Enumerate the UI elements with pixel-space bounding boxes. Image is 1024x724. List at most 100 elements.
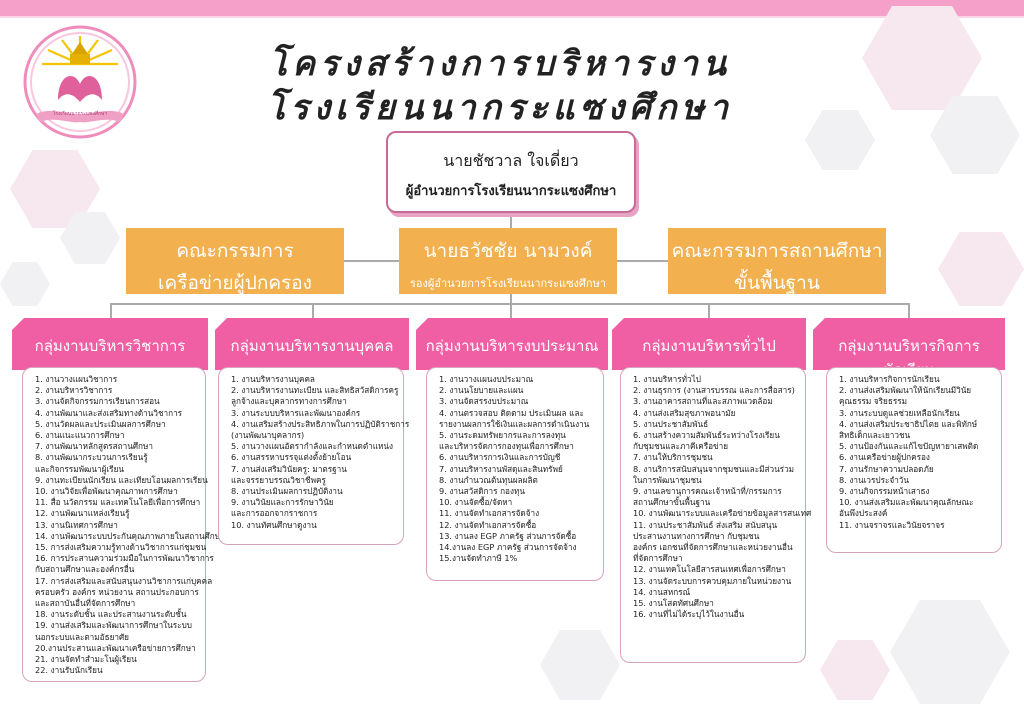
- list-item: 10. งานพัฒนาระบบและเครือข่ายข้อมูลสารสนเ…: [633, 508, 812, 519]
- list-item: 13. งานลง EGP ภาครัฐ ส่วนการจัดซื้อ: [439, 530, 577, 541]
- list-item: 9. งานวินัยและการรักษาวินัย: [231, 497, 334, 508]
- list-item: 1. งานบริหารทั่วไป: [633, 374, 701, 384]
- page-title-line2: โรงเรียนนากระแซงศึกษา: [267, 88, 733, 128]
- list-item: องค์กร เอกชนที่จัดการศึกษาและหน่วยงานอื่…: [633, 542, 793, 553]
- top-banner-stripe: [0, 16, 1024, 18]
- deputy-position: รองผู้อำนวยการโรงเรียนนากระแซงศึกษา: [410, 277, 606, 290]
- hexagon-decoration: [805, 110, 875, 170]
- list-item: ที่จัดการศึกษา: [633, 553, 683, 564]
- group-header-general: กลุ่มงานบริหารทั่วไป: [612, 318, 806, 370]
- list-item: 1. งานบริหารงานบุคคล: [231, 374, 315, 384]
- list-item: สถานศึกษาขั้นพื้นฐาน: [633, 497, 711, 508]
- top-banner-bar: [0, 0, 1024, 16]
- list-item: และบริหารจัดการกองทุนเพื่อการศึกษา: [439, 441, 574, 452]
- list-item: 15. งานโสตทัศนศึกษา: [633, 598, 714, 609]
- list-item: 18. งานระดับชั้น และประสานงานระดับชั้น: [35, 609, 187, 620]
- hexagon-decoration: [930, 96, 1020, 174]
- hexagon-decoration: [60, 212, 120, 264]
- list-item: 22. งานรับนักเรียน: [35, 665, 103, 676]
- list-item: 4. งานส่งเสริมสุขภาพอนามัย: [633, 407, 736, 418]
- list-item: 7. งานพัฒนาหลักสูตรสถานศึกษา: [35, 441, 153, 452]
- connector-line: [708, 303, 710, 319]
- list-item: 11. สื่อ นวัตกรรม และเทคโนโลยีเพื่อการศึ…: [35, 497, 201, 508]
- list-item: 4. งานพัฒนาและส่งเสริมทางด้านวิชาการ: [35, 407, 183, 418]
- list-item: 15.งานจัดทำภาษี 1%: [439, 553, 518, 564]
- list-item: 4. งานตรวจสอบ ติดตาม ประเมินผล และ: [439, 407, 584, 418]
- list-item: 6. งานเครือข่ายผู้ปกครอง: [839, 452, 930, 463]
- list-item: คุณธรรม จริยธรรม: [839, 396, 908, 407]
- list-item: 6. งานแนะแนวการศึกษา: [35, 430, 125, 441]
- list-item: 12. งานจัดทำเอกสารจัดซื้อ: [439, 519, 537, 530]
- list-item: ลูกจ้างและบุคลากรทางการศึกษา: [231, 396, 347, 407]
- list-item: 3. งานจัดสรรงบประมาณ: [439, 396, 529, 407]
- deputy-director-box: นายธวัชชัย นามวงค์ รองผู้อำนวยการโรงเรีย…: [399, 228, 617, 294]
- list-item: 5. งานวัดผลและประเมินผลการศึกษา: [35, 418, 166, 429]
- list-item: อันพึงประสงค์: [839, 508, 888, 519]
- parent-committee-line1: คณะกรรมการ: [176, 240, 294, 262]
- connector-line: [312, 303, 314, 319]
- hexagon-decoration: [540, 630, 620, 700]
- list-item: สิทธิเด็กและเยาวชน: [839, 430, 911, 441]
- list-item: 2. งานส่งเสริมพัฒนาให้นักเรียนมีวินัย: [839, 385, 972, 396]
- hexagon-decoration: [820, 640, 890, 700]
- list-item: 7. งานบริหารงานพัสดุและสินทรัพย์: [439, 463, 563, 474]
- connector-line: [344, 260, 400, 262]
- school-emblem-icon: [23, 25, 137, 139]
- list-item: 3. งานจัดกิจกรรมการเรียนการสอน: [35, 396, 160, 407]
- school-board-line1: คณะกรรมการสถานศึกษา: [671, 240, 883, 262]
- list-item: และกิจกรรมพัฒนาผู้เรียน: [35, 463, 124, 474]
- list-item: ครอบครัว องค์กร หน่วยงาน สถานประกอบการ: [35, 586, 199, 597]
- list-item: 5. งานป้องกันและแก้ไขปัญหายาเสพติด: [839, 441, 979, 452]
- logo-caption: โรงเรียนนากระแซงศึกษา: [52, 111, 108, 117]
- list-item: 6. งานสร้างความสัมพันธ์ระหว่างโรงเรียน: [633, 430, 780, 441]
- list-item: 10. งานวิจัยเพื่อพัฒนาคุณภาพการศึกษา: [35, 486, 178, 497]
- connector-line: [510, 294, 512, 304]
- connector-line: [510, 213, 512, 229]
- list-item: 3. งานอาคารสถานที่และสภาพแวดล้อม: [633, 396, 773, 407]
- group-header-personnel: กลุ่มงานบริหารงานบุคคล: [215, 318, 409, 370]
- list-item: 14. งานสหกรณ์: [633, 586, 691, 597]
- director-position: ผู้อำนวยการโรงเรียนนากระแซงศึกษา: [405, 184, 617, 199]
- list-item: 1. งานวางแผนงบประมาณ: [439, 374, 534, 384]
- list-item: 5. งานวางแผนอัตรากำลังและกำหนดตำแหน่ง: [231, 441, 394, 452]
- list-item: 3. งานระบบบริหารและพัฒนาองค์กร: [231, 407, 361, 418]
- hexagon-decoration: [862, 6, 982, 110]
- parent-committee-line2: เครือข่ายผู้ปกครอง: [158, 272, 312, 294]
- list-item: 13. งานนิเทศการศึกษา: [35, 519, 118, 530]
- list-item: นอกระบบและตามอัธยาศัย: [35, 631, 129, 642]
- list-item: 2. งานบริหารงานทะเบียน และสิทธิสวัสดิการ…: [231, 385, 399, 396]
- list-item: และจรรยาบรรณวิชาชีพครู: [231, 474, 326, 485]
- school-board-committee-box: คณะกรรมการสถานศึกษา ขั้นพื้นฐาน: [668, 228, 886, 294]
- list-item: 8. งานประเมินผลการปฏิบัติงาน: [231, 486, 343, 497]
- list-item: 6. งานสรรหาบรรจุแต่งตั้งย้ายโอน: [231, 452, 352, 463]
- hexagon-decoration: [890, 600, 1010, 704]
- list-item: 10. งานส่งเสริมและพัฒนาคุณลักษณะ: [839, 497, 974, 508]
- list-item: 15. การส่งเสริมความรู้ทางด้านวิชาการแก่ช…: [35, 542, 207, 553]
- list-item: 6. งานบริหารการเงินและการบัญชี: [439, 452, 561, 463]
- list-item: 2. งานนโยบายและแผน: [439, 385, 524, 396]
- list-item: 12. งานพัฒนาแหล่งเรียนรู้: [35, 508, 130, 519]
- list-item: 10. งานทัศนศึกษาดูงาน: [231, 519, 317, 530]
- list-item: 7. งานส่งเสริมวินัยครู: มาตรฐาน: [231, 463, 347, 474]
- list-item: 21. งานจัดทำสำมะโนผู้เรียน: [35, 654, 137, 665]
- list-item: ในการพัฒนาชุมชน: [633, 474, 702, 485]
- list-item: 14. งานพัฒนาระบบประกันคุณภาพภายในสถานศึก…: [35, 530, 225, 541]
- list-item: 2. งานบริหารวิชาการ: [35, 385, 113, 396]
- list-item: 7. งานให้บริการชุมชน: [633, 452, 713, 463]
- list-item: 11. งานจราจรและวินัยจราจร: [839, 519, 945, 530]
- list-item: 10. งานจัดซื้อ/จัดหา: [439, 497, 513, 508]
- list-item: 3. งานระบบดูแลช่วยเหลือนักเรียน: [839, 407, 960, 418]
- list-item: 8. งานพัฒนากระบวนการเรียนรู้: [35, 452, 148, 463]
- school-board-line2: ขั้นพื้นฐาน: [734, 272, 820, 294]
- list-item: 11. งานจัดทำเอกสารจัดจ้าง: [439, 508, 540, 519]
- group-header-student-affairs: กลุ่มงานบริหารกิจการนักเรียน: [813, 318, 1005, 370]
- list-item: 19. งานส่งเสริมและพัฒนาการศึกษาในระบบ: [35, 620, 192, 631]
- list-item: 14.งานลง EGP ภาครัฐ ส่วนการจัดจ้าง: [439, 542, 577, 553]
- connector-line: [110, 303, 112, 319]
- list-item: 12. งานเทคโนโลยีสารสนเทศเพื่อการศึกษา: [633, 564, 786, 575]
- list-item: 2. งานธุรการ (งานสารบรรณ และการสื่อสาร): [633, 385, 795, 396]
- group-header-academic: กลุ่มงานบริหารวิชาการ: [12, 318, 208, 370]
